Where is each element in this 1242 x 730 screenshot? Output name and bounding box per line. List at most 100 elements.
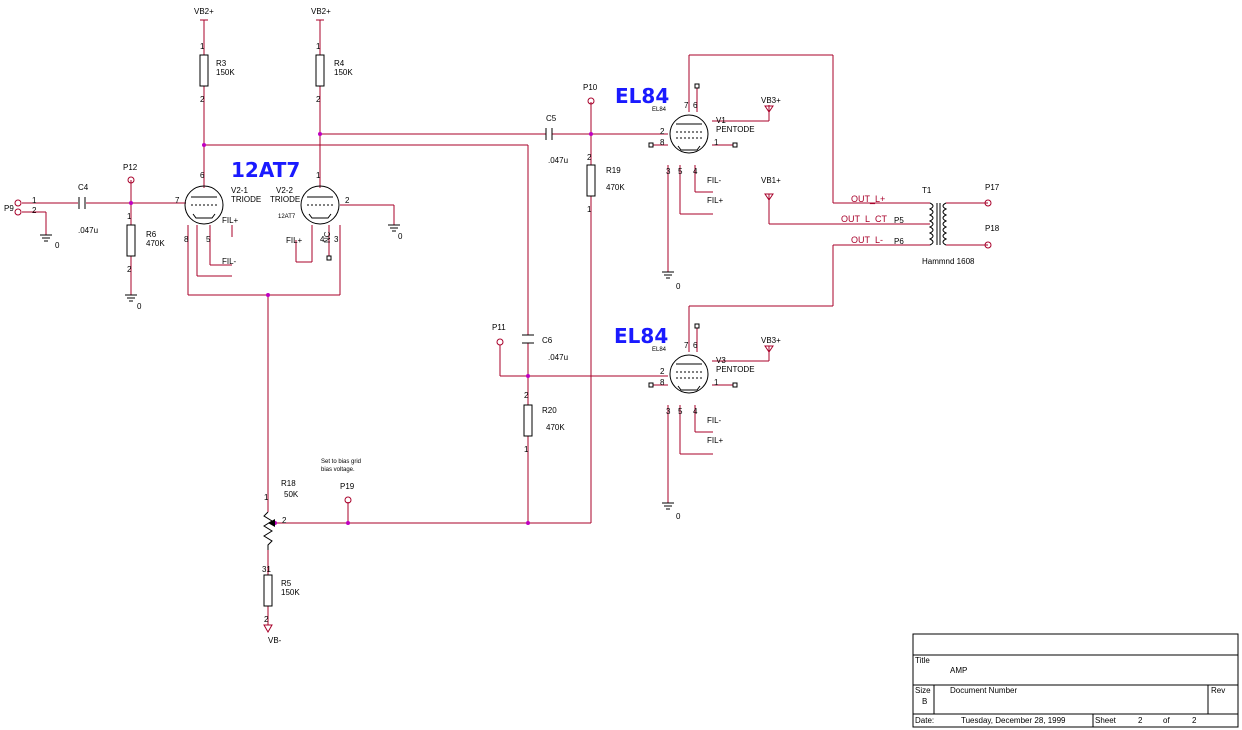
resistor-r19: R19 470K [586, 164, 625, 197]
svg-text:R5: R5 [281, 579, 292, 588]
svg-text:2: 2 [264, 615, 269, 624]
svg-text:T1: T1 [922, 186, 932, 195]
svg-text:R6: R6 [146, 230, 157, 239]
svg-text:1: 1 [587, 205, 592, 214]
svg-text:7: 7 [175, 196, 180, 205]
svg-text:4: 4 [693, 407, 698, 416]
svg-text:Date:: Date: [915, 716, 934, 725]
svg-text:R19: R19 [606, 166, 621, 175]
svg-text:.047u: .047u [78, 226, 98, 235]
svg-text:2: 2 [1192, 716, 1197, 725]
tube-label-el84-top: EL84 [615, 84, 669, 108]
svg-text:Hammnd 1608: Hammnd 1608 [922, 257, 975, 266]
svg-text:EL84: EL84 [652, 107, 667, 113]
svg-text:50K: 50K [284, 490, 299, 499]
ground-symbols: 0 0 0 0 0 [40, 224, 681, 521]
junctions [129, 132, 593, 525]
net-labels: OUT_L+ OUT_L_CT OUT_L- FIL+ FIL- FIL+ FI… [222, 176, 888, 445]
tube-v2-1: V2-1 TRIODE [184, 185, 261, 225]
svg-text:.047u: .047u [548, 353, 568, 362]
svg-text:2: 2 [316, 95, 321, 104]
svg-text:AMP: AMP [950, 666, 967, 675]
svg-text:VB1+: VB1+ [761, 176, 781, 185]
svg-text:1: 1 [127, 212, 132, 221]
svg-text:VB2+: VB2+ [311, 7, 331, 16]
svg-text:Sheet: Sheet [1095, 716, 1117, 725]
svg-text:NC: NC [323, 231, 332, 243]
svg-text:Title: Title [915, 656, 930, 665]
svg-text:R3: R3 [216, 59, 227, 68]
svg-text:470K: 470K [606, 183, 625, 192]
svg-text:V2-2: V2-2 [276, 186, 293, 195]
svg-text:P10: P10 [583, 83, 598, 92]
svg-text:V1: V1 [716, 116, 726, 125]
svg-text:470K: 470K [146, 239, 165, 248]
ports: P9 P12 P10 P11 P19 P17 P18 P5 P6 [4, 83, 1000, 504]
power-vb3-bottom: VB3+ [761, 336, 781, 353]
tube-label-el84-bottom: EL84 [614, 324, 668, 348]
svg-text:OUT_L_CT: OUT_L_CT [841, 214, 888, 224]
svg-text:P11: P11 [492, 323, 506, 332]
svg-text:Rev: Rev [1211, 686, 1225, 695]
svg-text:TRIODE: TRIODE [231, 195, 261, 204]
svg-text:1: 1 [714, 378, 719, 387]
svg-text:0: 0 [55, 241, 60, 250]
svg-text:2: 2 [127, 265, 132, 274]
svg-text:150K: 150K [216, 68, 235, 77]
potentiometer-r18: R18 50K [263, 479, 299, 550]
svg-text:P9: P9 [4, 204, 14, 213]
svg-text:8: 8 [660, 378, 665, 387]
svg-text:2: 2 [200, 95, 205, 104]
svg-text:P6: P6 [894, 237, 904, 246]
svg-text:3: 3 [666, 407, 671, 416]
svg-text:3: 3 [334, 235, 339, 244]
svg-text:1: 1 [714, 138, 719, 147]
svg-text:FIL+: FIL+ [286, 236, 303, 245]
svg-text:C6: C6 [542, 336, 553, 345]
svg-text:470K: 470K [546, 423, 565, 432]
svg-text:FIL+: FIL+ [222, 216, 239, 225]
svg-text:6: 6 [693, 101, 698, 110]
svg-text:VB-: VB- [268, 636, 282, 645]
svg-text:2: 2 [1138, 716, 1143, 725]
svg-text:0: 0 [676, 512, 681, 521]
svg-text:OUT_L-: OUT_L- [851, 235, 883, 245]
svg-text:EL84: EL84 [652, 347, 667, 353]
svg-text:6: 6 [693, 341, 698, 350]
svg-text:2: 2 [660, 367, 665, 376]
svg-text:6: 6 [200, 171, 205, 180]
power-vb2-right: VB2+ [311, 7, 331, 21]
svg-text:V3: V3 [716, 356, 726, 365]
svg-text:P17: P17 [985, 183, 1000, 192]
svg-text:P12: P12 [123, 163, 138, 172]
svg-text:1: 1 [316, 42, 321, 51]
svg-text:8: 8 [660, 138, 665, 147]
title-block: Title AMP Size B Document Number Rev Dat… [912, 633, 1239, 728]
capacitor-c5: C5 .047u [545, 114, 568, 165]
power-vb1: VB1+ [761, 176, 781, 201]
svg-text:1: 1 [32, 196, 37, 205]
tube-label-12at7: 12AT7 [231, 158, 300, 182]
bias-note: Set to bias grid bias voltage. [321, 459, 361, 473]
svg-text:FIL-: FIL- [707, 416, 722, 425]
tube-pin-stubs [326, 83, 738, 388]
svg-text:B: B [922, 697, 927, 706]
svg-text:OUT_L+: OUT_L+ [851, 194, 885, 204]
resistor-r3: R3 150K [199, 54, 235, 87]
svg-text:1: 1 [264, 493, 269, 502]
svg-text:C5: C5 [546, 114, 557, 123]
svg-text:1: 1 [316, 171, 321, 180]
svg-text:R18: R18 [281, 479, 296, 488]
svg-text:2: 2 [32, 206, 37, 215]
svg-text:FIL+: FIL+ [707, 436, 724, 445]
svg-text:VB3+: VB3+ [761, 336, 781, 345]
svg-text:PENTODE: PENTODE [716, 365, 755, 374]
svg-text:31: 31 [262, 565, 271, 574]
transformer-t1: T1 Hammnd 1608 [922, 186, 975, 266]
capacitor-c4: C4 .047u [78, 183, 98, 235]
svg-text:P18: P18 [985, 224, 1000, 233]
svg-text:7: 7 [684, 101, 689, 110]
svg-text:P5: P5 [894, 216, 904, 225]
svg-text:8: 8 [184, 235, 189, 244]
svg-text:2: 2 [587, 153, 592, 162]
